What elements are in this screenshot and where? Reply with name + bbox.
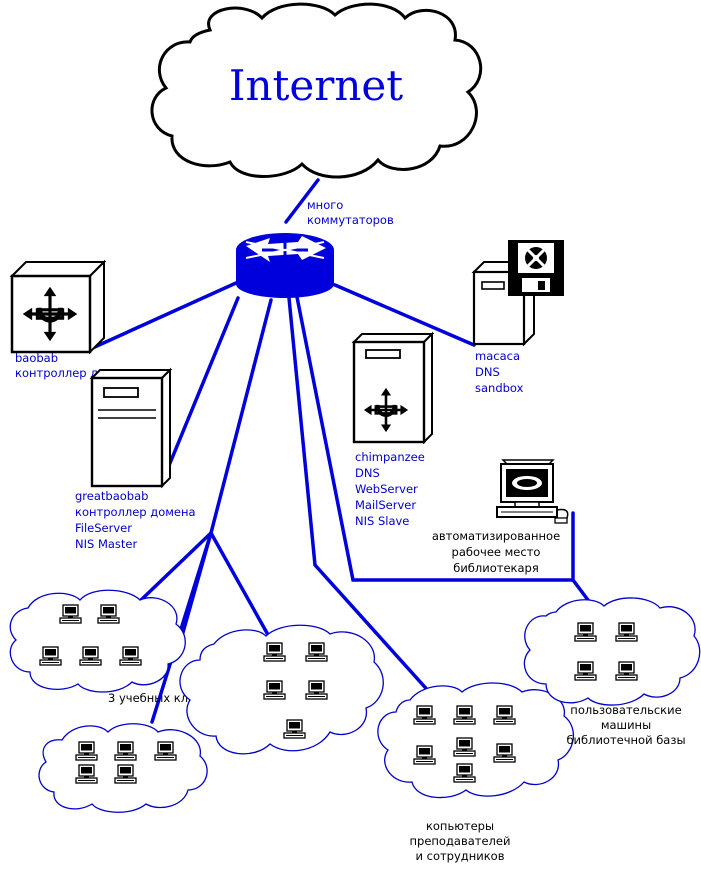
link-router-greatbaobab — [166, 296, 240, 470]
workstation-icon — [305, 642, 328, 662]
workstation-icon — [305, 680, 328, 700]
workstation-icon — [263, 642, 286, 662]
workstation-icon — [453, 705, 476, 725]
workstation-icon — [615, 622, 638, 642]
router-label-2: коммутаторов — [307, 213, 394, 227]
staff-cloud — [377, 682, 575, 799]
router-label: много — [307, 198, 343, 212]
workstation-icon — [453, 737, 476, 757]
workstation-icon — [119, 646, 142, 666]
workstation-icon — [263, 680, 286, 700]
workstation-icon — [574, 661, 597, 681]
workstation-icon — [154, 741, 177, 761]
workstation-icon — [39, 646, 62, 666]
baobab-server-icon — [9, 259, 107, 355]
link-router-staff — [287, 296, 434, 697]
chimpanzee-server-icon — [351, 331, 435, 445]
workstation-icon — [79, 646, 102, 666]
workstation-icon — [574, 622, 597, 642]
link-hub-class-c — [150, 531, 213, 724]
workstation-icon — [493, 705, 516, 725]
classroom-cloud-1 — [9, 589, 186, 693]
link-internet-router — [284, 178, 320, 224]
network-links — [86, 178, 593, 724]
link-router-chimpanzee — [209, 298, 273, 535]
workstation-icon — [75, 764, 98, 784]
workstation-icon — [114, 764, 137, 784]
link-hub-class-d — [209, 531, 269, 635]
librarian-workstation-icon — [496, 459, 569, 524]
workstation-icon — [97, 604, 120, 624]
router-icon — [236, 233, 334, 298]
workstation-icon — [413, 745, 436, 765]
workstation-icon — [75, 741, 98, 761]
internet-cloud: Internet — [150, 2, 483, 179]
workstation-icon — [615, 661, 638, 681]
workstation-icon — [114, 741, 137, 761]
workstation-icon — [453, 763, 476, 783]
greatbaobab-server-icon — [90, 368, 172, 488]
link-router-baobab — [86, 281, 238, 352]
internet-label: Internet — [229, 61, 403, 110]
workstation-icon — [283, 719, 306, 739]
library-cloud — [523, 597, 701, 706]
workstation-icon — [493, 743, 516, 763]
classroom-cloud-3 — [179, 624, 384, 755]
workstation-icon — [59, 604, 82, 624]
floppy-icon — [508, 240, 564, 296]
classroom-cloud-2 — [38, 723, 208, 813]
link-router-macaca — [333, 283, 476, 347]
link-hub-class-a — [139, 531, 213, 602]
workstation-icon — [413, 705, 436, 725]
link-router-librarian — [295, 295, 575, 582]
